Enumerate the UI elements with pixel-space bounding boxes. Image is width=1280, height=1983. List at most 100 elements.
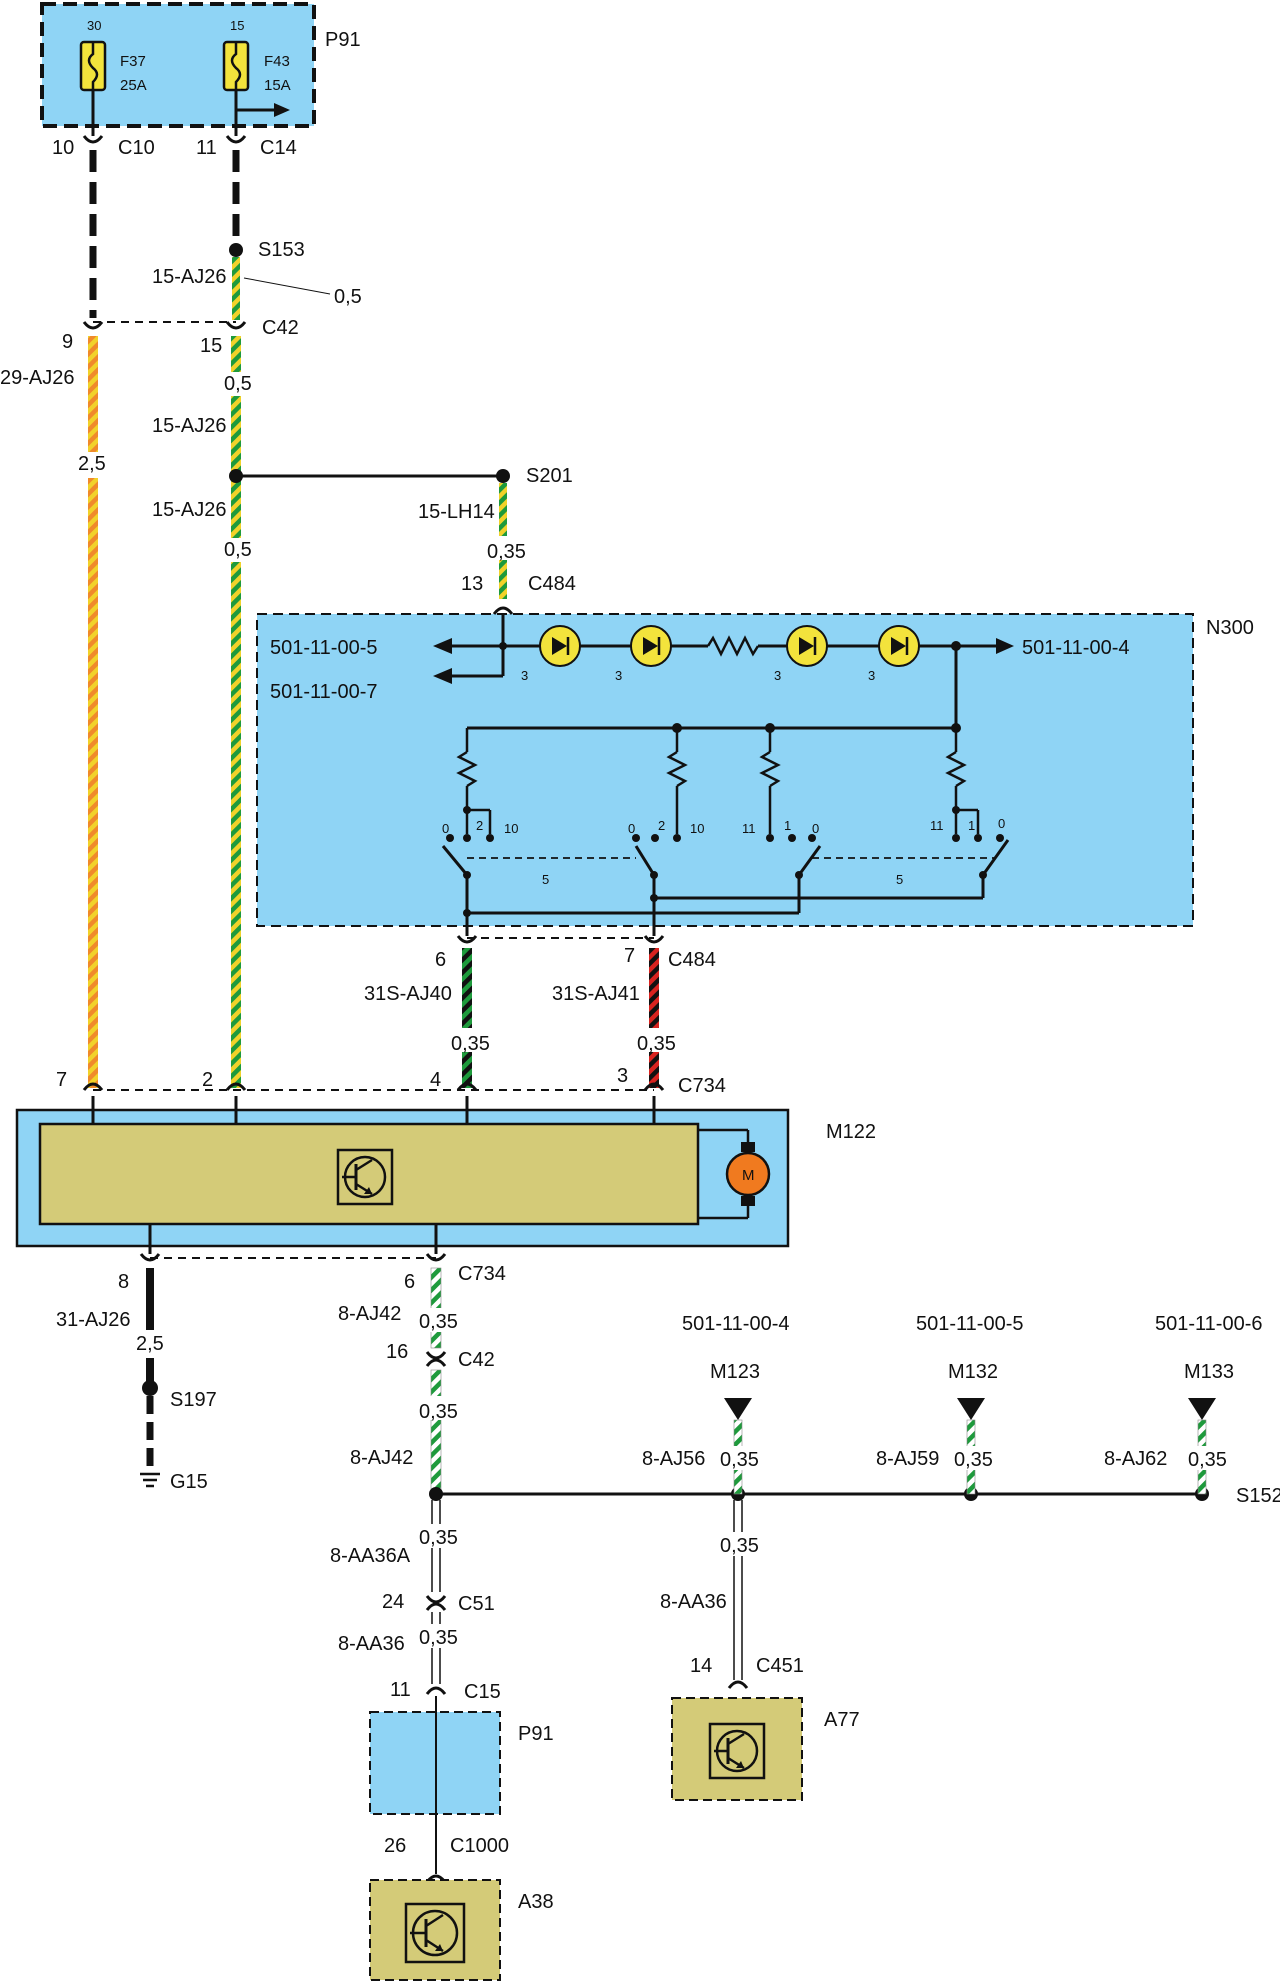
wire-label-15-lh14: 15-LH14 [418,501,495,523]
bulb-3-qty: 3 [774,668,781,683]
c734-pin-6: 6 [404,1271,415,1293]
bulb-4-qty: 3 [868,668,875,683]
wire-label-8-aa36a: 8-AA36A [330,1545,411,1567]
c451-pin: 14 [690,1655,712,1677]
size-035-aj62: 0,35 [1188,1449,1227,1471]
switch-mid-1: 1 [784,818,791,833]
connector-c734-bottom: 8 6 C734 [118,1253,506,1293]
transistor-icon [708,1722,766,1780]
wire-label-8-aj42-a: 8-AJ42 [338,1303,401,1325]
size-25-a: 2,5 [78,453,106,475]
splice-s197: S197 [142,1380,217,1411]
c10-label: C10 [118,137,155,159]
connector-c484-lower: 6 7 C484 [435,935,716,971]
connector-c15: 11 C15 [390,1679,501,1703]
c42-label-low: C42 [458,1349,495,1371]
wire-label-29-aj26: 29-AJ26 [0,367,75,389]
c42-label: C42 [262,317,299,339]
c484-pin-top: 13 [461,573,483,595]
switch-right-1: 1 [968,818,975,833]
motor-icon: M [698,1128,771,1220]
wire-31s-aj40 [462,948,472,1088]
fuse-f37: 30 F37 25A [79,18,147,94]
splice-s152: S152 [1195,1485,1280,1507]
wire-label-8-aa36-b: 8-AA36 [338,1633,405,1655]
motor-m132: M132 8-AJ59 0,35 [876,1361,998,1495]
connector-c51: 24 C51 [382,1591,495,1615]
c15-pin: 11 [390,1679,411,1701]
motor-m123: M123 8-AJ56 0,35 [642,1361,760,1495]
s197-label: S197 [170,1389,217,1411]
connector-c42-lower: 16 C42 [386,1341,495,1371]
arrow-right-icon [996,638,1014,654]
f37-name: F37 [120,53,146,70]
wire-29-aj26 [88,336,98,1088]
wire-label-31-aj26: 31-AJ26 [56,1309,131,1331]
c734-pin-2: 2 [202,1069,213,1091]
switch-left-0: 0 [442,821,449,836]
splice-s201: S201 [496,465,573,487]
connector-c734-top: 7 2 4 3 C734 [56,1065,726,1097]
module-m122: M122 M [15,1096,876,1254]
c484-label-lower: C484 [668,949,716,971]
c51-pin: 24 [382,1591,404,1613]
connector-c42-upper: 9 15 C42 [62,317,299,357]
switch-mid-2: 2 [658,818,665,833]
switch-right-0: 0 [998,816,1005,831]
module-a38: A38 [369,1879,554,1981]
c1000-label: C1000 [450,1835,509,1857]
switch-right-11: 11 [930,818,944,833]
ref-501-11-00-7: 501-11-00-7 [270,681,377,703]
c734-pin-8: 8 [118,1271,129,1293]
module-n300: N300 501-11-00-5 501-11-00-7 3 3 [256,606,1254,936]
triangle-down-icon [957,1398,985,1420]
size-05-b: 0,5 [224,373,252,395]
size-035-aj42-b: 0,35 [419,1401,458,1423]
m133-label: M133 [1184,1361,1234,1383]
bulb-4: 3 [868,625,920,683]
g15-label: G15 [170,1471,208,1493]
wire-15-aj26-main [231,336,241,1088]
switch-left-2: 2 [476,818,483,833]
size-035-a77: 0,35 [720,1535,759,1557]
c42-pin-right: 15 [200,335,222,357]
size-035-aj42-a: 0,35 [419,1311,458,1333]
connector-c10: 10 C10 [52,135,155,159]
f43-name: F43 [264,53,290,70]
motor-label: M [742,1167,755,1184]
c14-pin: 11 [196,137,217,159]
splice-s153: S153 [229,239,305,261]
a77-label: A77 [824,1709,860,1731]
gang-label-right: 5 [896,872,903,887]
c484-pin-right: 7 [624,945,635,967]
bulb-1-qty: 3 [521,668,528,683]
c51-label: C51 [458,1593,495,1615]
p91-top-label: P91 [325,29,361,51]
p91-bottom-label: P91 [518,1723,554,1745]
wire-label-15-aj26-c: 15-AJ26 [152,499,227,521]
size-05-a: 0,5 [334,286,362,308]
connector-c14: 11 C14 [196,135,297,159]
c484-pin-left: 6 [435,949,446,971]
ref-501-11-00-6: 501-11-00-6 [1155,1313,1262,1335]
c734-pin-7: 7 [56,1069,67,1091]
module-a77: A77 [671,1697,860,1801]
wire-label-8-aj62: 8-AJ62 [1104,1448,1167,1470]
wire-31s-aj41 [649,948,659,1088]
switch-mid-10: 10 [690,821,704,836]
transistor-icon [336,1148,394,1206]
size-035-lh14: 0,35 [487,541,526,563]
c734-label-top: C734 [678,1075,726,1097]
c14-label: C14 [260,137,297,159]
c15-label: C15 [464,1681,501,1703]
wire-15-aj26-a [232,257,240,320]
switch-mid-0: 0 [628,821,635,836]
wire-label-8-aj59: 8-AJ59 [876,1448,939,1470]
wire-label-8-aj42-b: 8-AJ42 [350,1447,413,1469]
size-035-aa36a: 0,35 [419,1527,458,1549]
ground-icon [140,1472,160,1488]
fuse-box-p91-bottom: P91 [369,1711,554,1815]
f37-terminal: 30 [87,18,101,33]
a38-label: A38 [518,1891,554,1913]
